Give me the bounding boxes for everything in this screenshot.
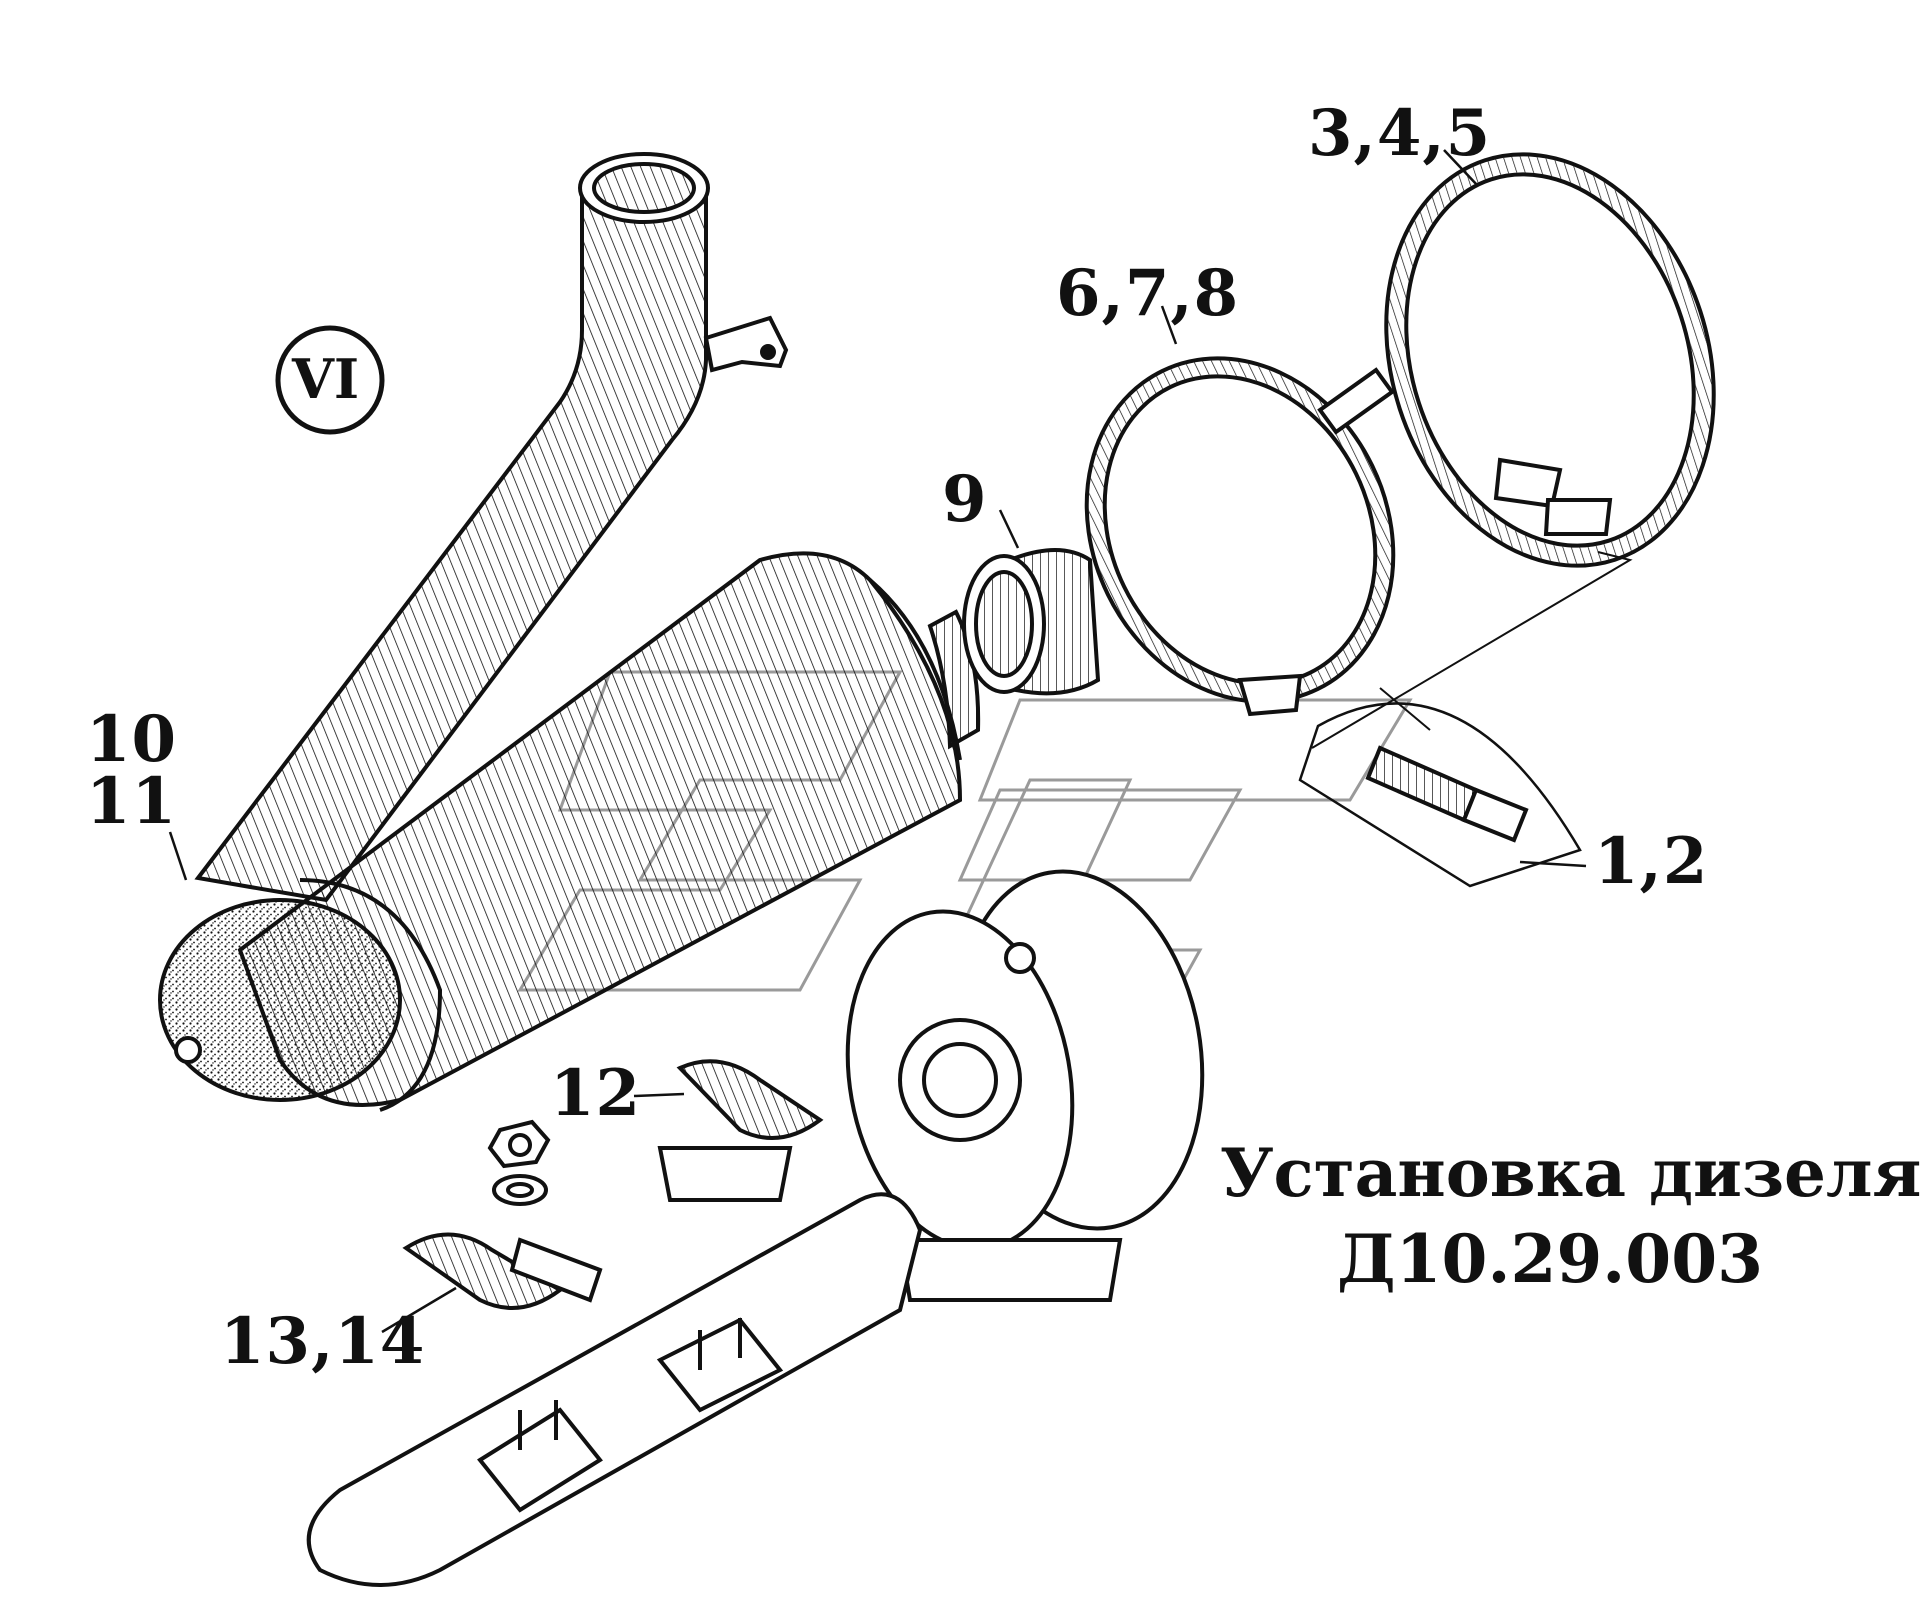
assembly-leader-lines <box>1311 551 1633 749</box>
callout-10: 10 <box>86 702 178 777</box>
turbocharger <box>845 869 1205 1302</box>
callout-1-2: 1,2 <box>1594 824 1709 899</box>
exhaust-manifold <box>306 1192 923 1587</box>
bracket-13-14 <box>402 1232 603 1310</box>
callout-6-7-8: 6,7,8 <box>1056 256 1240 331</box>
intake-pipe <box>194 152 710 903</box>
mounting-band-large <box>1384 152 1716 568</box>
air-cleaner-housing <box>158 551 963 1112</box>
callout-12: 12 <box>550 1056 642 1131</box>
callout-3-4-5: 3,4,5 <box>1308 96 1492 171</box>
view-marker-label: VI <box>292 347 360 411</box>
coupling-sleeve <box>962 548 1101 696</box>
clamp-bolt <box>1298 702 1582 888</box>
callout-leaders <box>168 149 1587 1334</box>
figure-title: Установка дизеля <box>1220 1134 1920 1212</box>
bracket-12 <box>657 1059 824 1202</box>
callout-11: 11 <box>86 764 178 839</box>
pipe-bracket <box>703 315 789 373</box>
hose-clamp-small <box>1084 356 1396 717</box>
nut-and-washer <box>487 1119 551 1206</box>
view-marker <box>275 325 385 435</box>
callout-9: 9 <box>942 462 988 537</box>
figure-code: Д10.29.003 <box>1336 1220 1764 1298</box>
callout-13-14: 13,14 <box>220 1304 426 1379</box>
